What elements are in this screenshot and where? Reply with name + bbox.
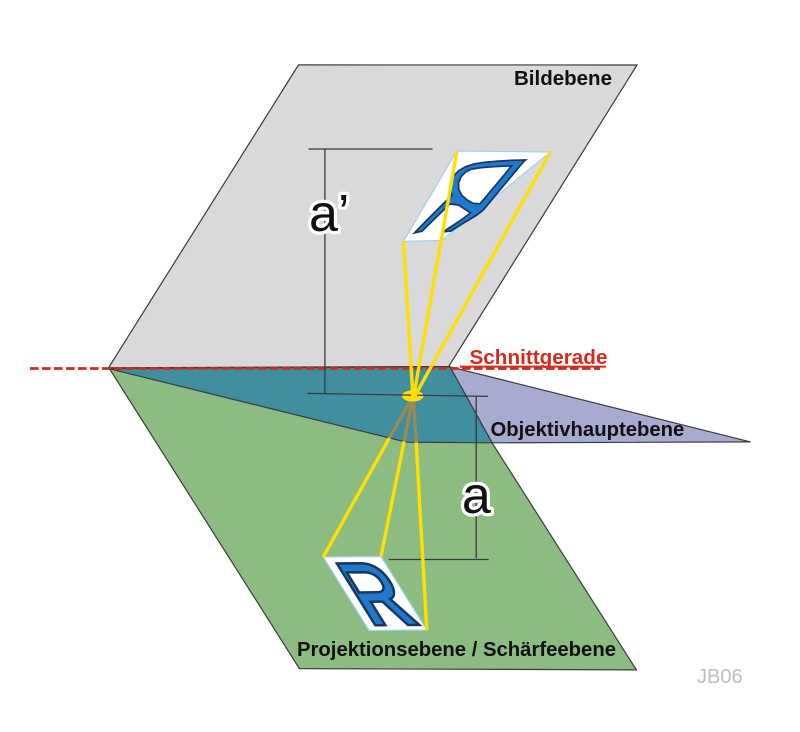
svg-text:Objektivhauptebene: Objektivhauptebene	[491, 419, 685, 441]
svg-text:Schnittgerade: Schnittgerade	[470, 346, 608, 369]
svg-text:JB06: JB06	[697, 666, 743, 688]
svg-text:Projektionsebene / Schärfeeben: Projektionsebene / Schärfeebene	[297, 639, 616, 661]
svg-text:Bildebene: Bildebene	[514, 67, 612, 90]
svg-text:a: a	[462, 467, 491, 525]
svg-text:a’: a’	[309, 185, 349, 243]
